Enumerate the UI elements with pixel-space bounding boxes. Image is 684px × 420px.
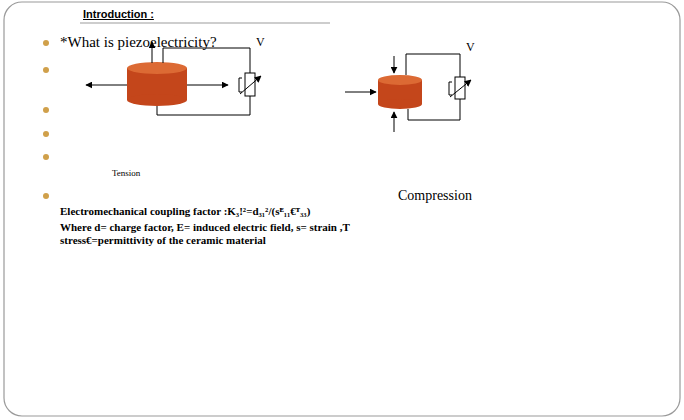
bullet-dot bbox=[43, 67, 49, 73]
bullet-dot bbox=[43, 107, 49, 113]
tension-circuit bbox=[157, 48, 261, 115]
bracket bbox=[449, 82, 452, 95]
force-arrow bbox=[394, 56, 395, 73]
wire bbox=[406, 54, 460, 77]
tension-cylinder bbox=[127, 62, 187, 106]
bullet-dot bbox=[43, 40, 49, 46]
cylinder-top bbox=[378, 75, 422, 85]
figure-caption: Tension bbox=[112, 168, 140, 178]
voltmeter-arrow bbox=[240, 76, 261, 94]
bullets bbox=[43, 40, 49, 199]
force-arrow bbox=[394, 112, 395, 132]
force-arrow bbox=[187, 85, 228, 86]
bracket bbox=[239, 78, 242, 92]
voltmeter-label: V bbox=[256, 36, 265, 50]
cylinder-base bbox=[127, 94, 187, 106]
compression-circuit bbox=[406, 54, 471, 120]
slide-title: Introduction : bbox=[83, 8, 154, 21]
voltmeter-arrow bbox=[450, 80, 471, 97]
wire bbox=[157, 96, 250, 115]
force-arrow bbox=[345, 92, 376, 93]
wire bbox=[408, 99, 460, 120]
compression-cylinder bbox=[378, 75, 422, 109]
slide-border bbox=[4, 2, 680, 416]
bullet-dot bbox=[43, 193, 49, 199]
compression-arrows bbox=[345, 56, 394, 132]
bullet-text: *What is piezoelectricity? bbox=[60, 34, 217, 51]
voltmeter-symbol bbox=[245, 73, 255, 96]
voltmeter-label: V bbox=[466, 41, 475, 55]
formula: Electromechanical coupling factor :K₃!²=… bbox=[60, 205, 310, 218]
bullet-dot bbox=[43, 131, 49, 137]
figure-caption: Compression bbox=[398, 188, 472, 204]
title-rule bbox=[80, 22, 330, 24]
cylinder-base bbox=[378, 99, 422, 109]
bullet-dot bbox=[43, 154, 49, 160]
force-arrow bbox=[86, 85, 127, 86]
voltmeter-symbol bbox=[455, 77, 465, 99]
wire bbox=[163, 48, 250, 73]
formula-note: Where d= charge factor, E= induced elect… bbox=[60, 221, 410, 246]
cylinder-top bbox=[127, 62, 187, 74]
